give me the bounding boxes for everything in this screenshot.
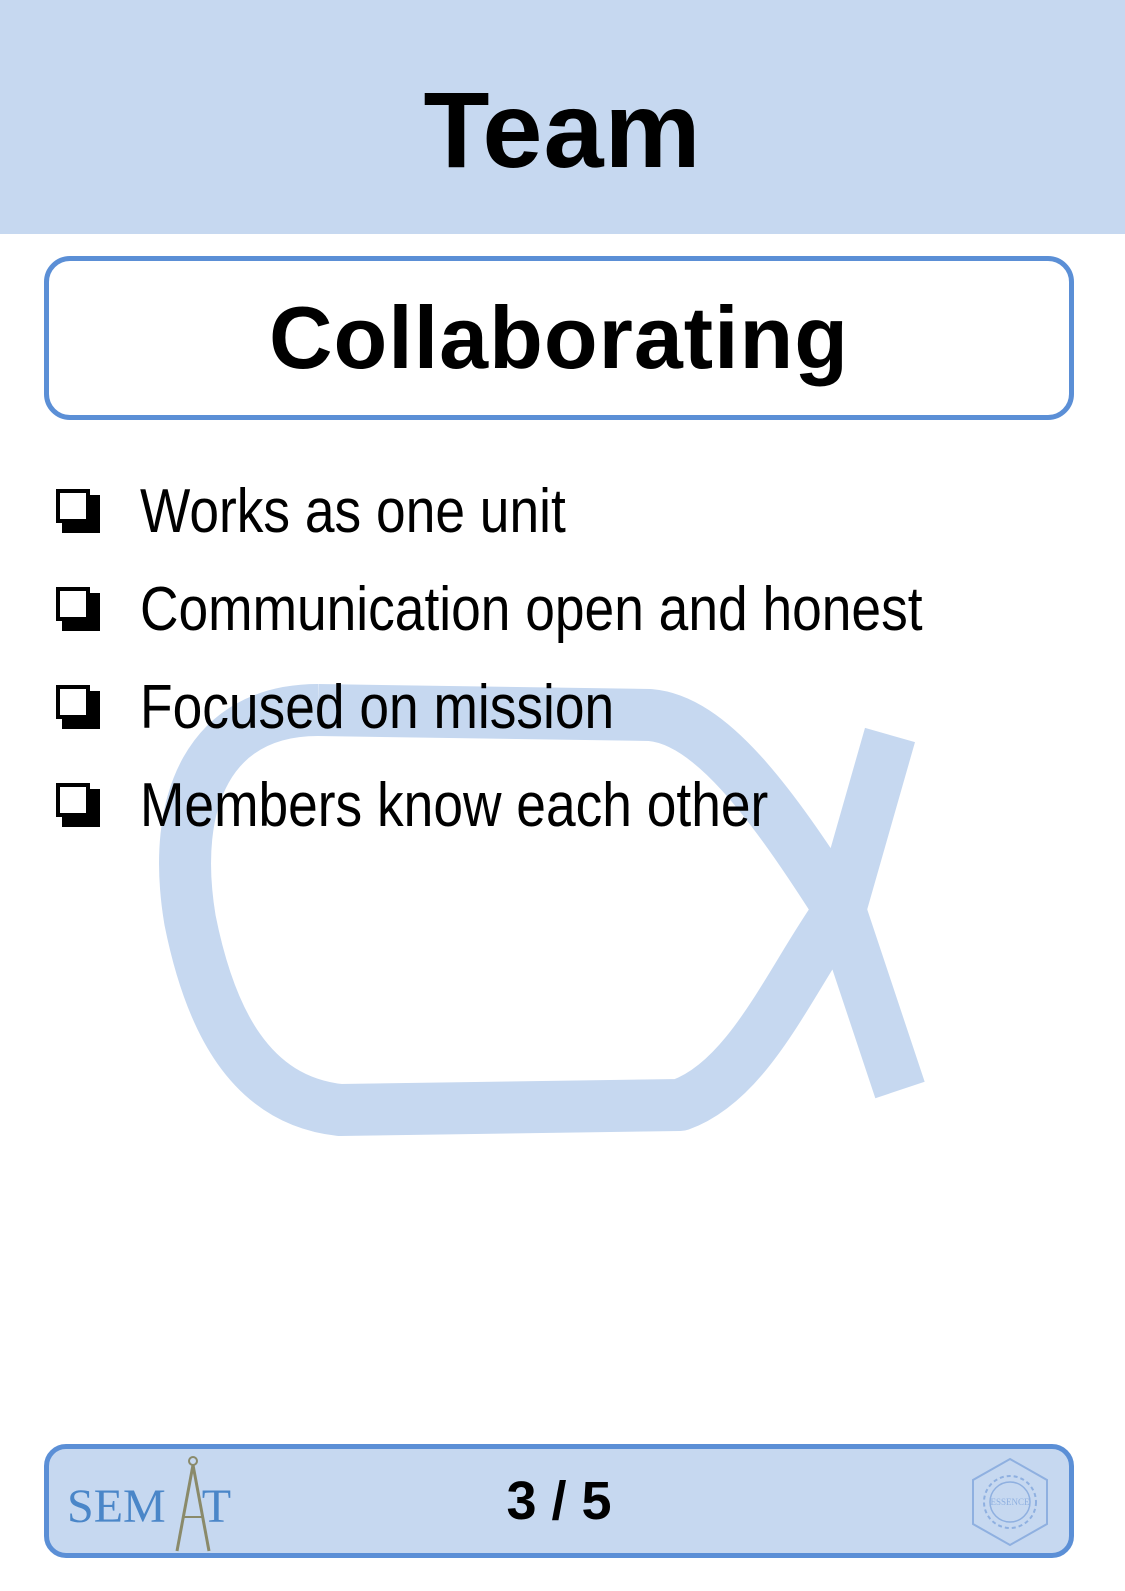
state-name: Collaborating <box>268 288 850 387</box>
empty-checkbox-icon[interactable] <box>56 587 100 631</box>
compass-icon <box>175 1456 211 1552</box>
checklist-item: Works as one unit <box>56 462 1050 560</box>
essence-gear-logo-icon: ESSENCE <box>972 1457 1048 1547</box>
checklist-item: Members know each other <box>56 756 1050 854</box>
checklist-item: Communication open and honest <box>56 560 1050 658</box>
alpha-watermark-icon <box>159 684 925 1136</box>
empty-checkbox-icon[interactable] <box>56 685 100 729</box>
alpha-title: Team <box>423 68 702 190</box>
checklist-item: Focused on mission <box>56 658 1050 756</box>
empty-checkbox-icon[interactable] <box>56 783 100 827</box>
checklist-item-label: Communication open and honest <box>140 574 923 644</box>
state-box: Collaborating <box>44 256 1074 420</box>
card-header: Team <box>0 0 1125 234</box>
svg-text:ESSENCE: ESSENCE <box>990 1497 1030 1507</box>
checklist-item-label: Works as one unit <box>140 476 566 546</box>
checklist-item-label: Members know each other <box>140 770 769 840</box>
checklist-item-label: Focused on mission <box>140 672 615 742</box>
empty-checkbox-icon[interactable] <box>56 489 100 533</box>
page-indicator: 3 / 5 <box>506 1471 612 1531</box>
checklist: Works as one unit Communication open and… <box>56 462 1050 854</box>
